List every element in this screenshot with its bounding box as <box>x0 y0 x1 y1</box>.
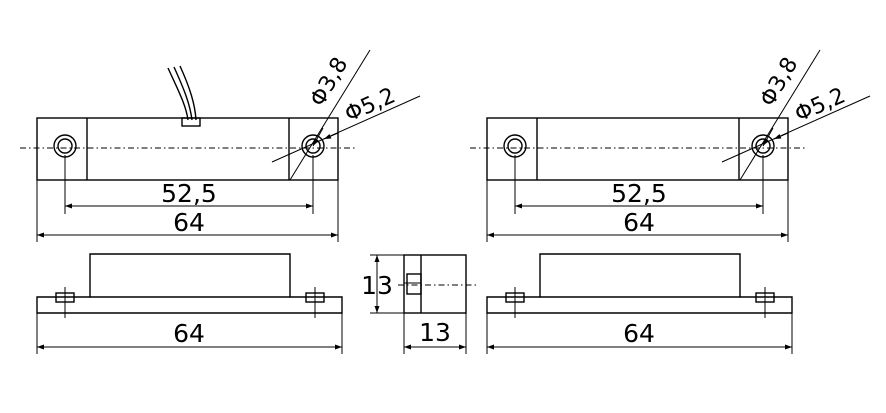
dim-overall-length-right: 64 <box>623 208 655 237</box>
dim-side-length-right: 64 <box>623 319 655 348</box>
dim-hole-spacing-right: 52,5 <box>611 179 667 208</box>
dim-side-length: 64 <box>173 319 205 348</box>
dim-overall-length: 64 <box>173 208 205 237</box>
end-view-screw-icon <box>406 273 422 295</box>
right-left-hole-icon <box>503 134 527 158</box>
cable <box>167 65 201 127</box>
left-top-body <box>36 117 339 181</box>
leader-hole-diameter <box>289 49 371 181</box>
dim-counterbore-diameter: Φ5,2 <box>341 83 399 127</box>
end-view: 13 13 <box>361 254 476 354</box>
dim-end-height: 13 <box>361 271 393 300</box>
right-top-view: 52,5 64 Φ3,8 Φ5,2 <box>470 49 871 242</box>
dim-end-width: 13 <box>419 318 451 347</box>
left-top-view: 52,5 64 Φ3,8 Φ5,2 <box>20 49 421 242</box>
leader-counterbore-diameter <box>271 95 421 163</box>
right-side-view: 64 <box>486 253 793 354</box>
dim-counterbore-diameter-right: Φ5,2 <box>791 83 849 127</box>
right-top-body <box>486 117 789 181</box>
dim-hole-spacing: 52,5 <box>161 179 217 208</box>
left-side-view: 64 <box>36 253 343 354</box>
left-hole-icon <box>53 134 77 158</box>
